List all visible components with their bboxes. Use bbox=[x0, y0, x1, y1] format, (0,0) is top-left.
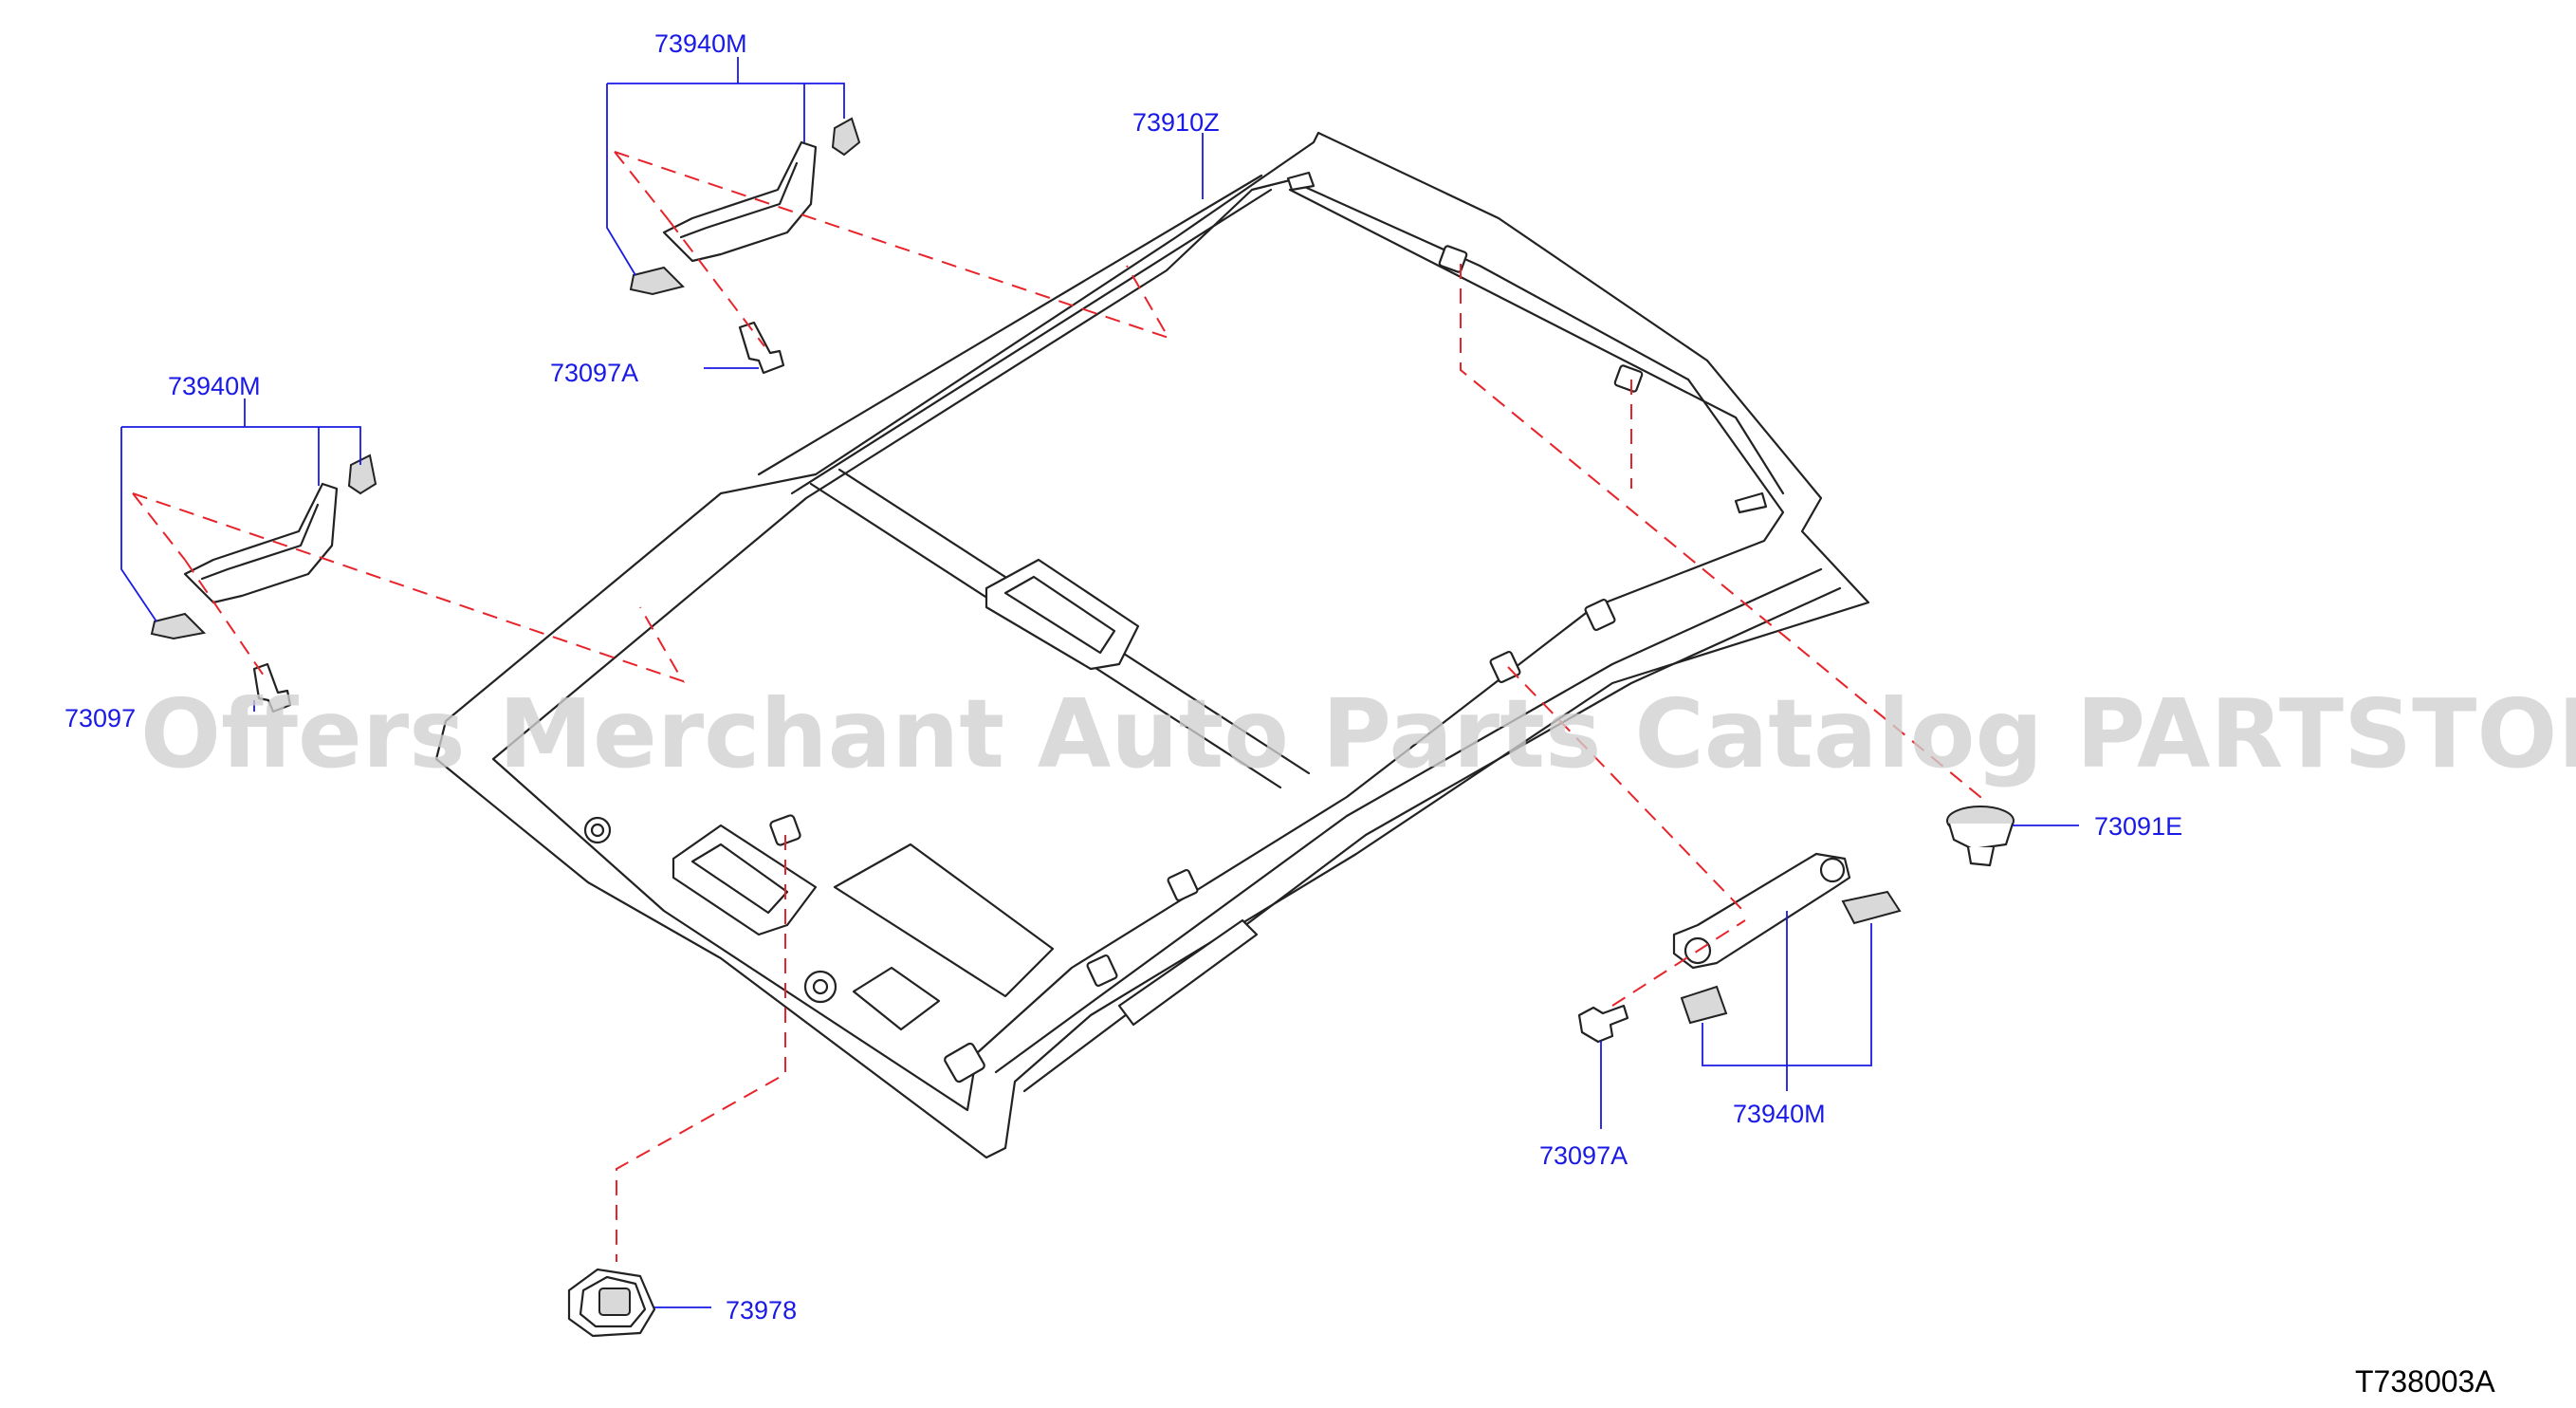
label-73091e: 73091E bbox=[2094, 812, 2182, 841]
leader-lines bbox=[120, 57, 2079, 1308]
label-73940m-right: 73940M bbox=[1733, 1100, 1826, 1128]
clip-73091e bbox=[1946, 806, 2015, 867]
map-lamp-73978 bbox=[567, 1268, 656, 1338]
assembly-lines bbox=[132, 151, 1981, 1262]
diagram-code: T738003A bbox=[2355, 1364, 2495, 1399]
label-73978: 73978 bbox=[726, 1296, 797, 1325]
label-73940m-top: 73940M bbox=[654, 29, 747, 58]
assist-grip-left bbox=[150, 454, 377, 713]
assist-grip-top bbox=[629, 117, 861, 375]
label-73097-left: 73097 bbox=[64, 704, 136, 732]
watermark: Offers Merchant Auto Parts Catalog PARTS… bbox=[140, 678, 2576, 789]
part-number-labels: 73940M 73910Z 73097A 73940M 73097 73091E… bbox=[64, 29, 2182, 1325]
label-73940m-left: 73940M bbox=[168, 372, 261, 400]
roof-headliner-panel bbox=[434, 131, 1870, 1159]
label-73097a-top: 73097A bbox=[550, 359, 638, 387]
label-73910z: 73910Z bbox=[1132, 108, 1220, 137]
assist-grip-right bbox=[1577, 852, 1902, 1044]
label-73097a-right: 73097A bbox=[1539, 1141, 1628, 1170]
